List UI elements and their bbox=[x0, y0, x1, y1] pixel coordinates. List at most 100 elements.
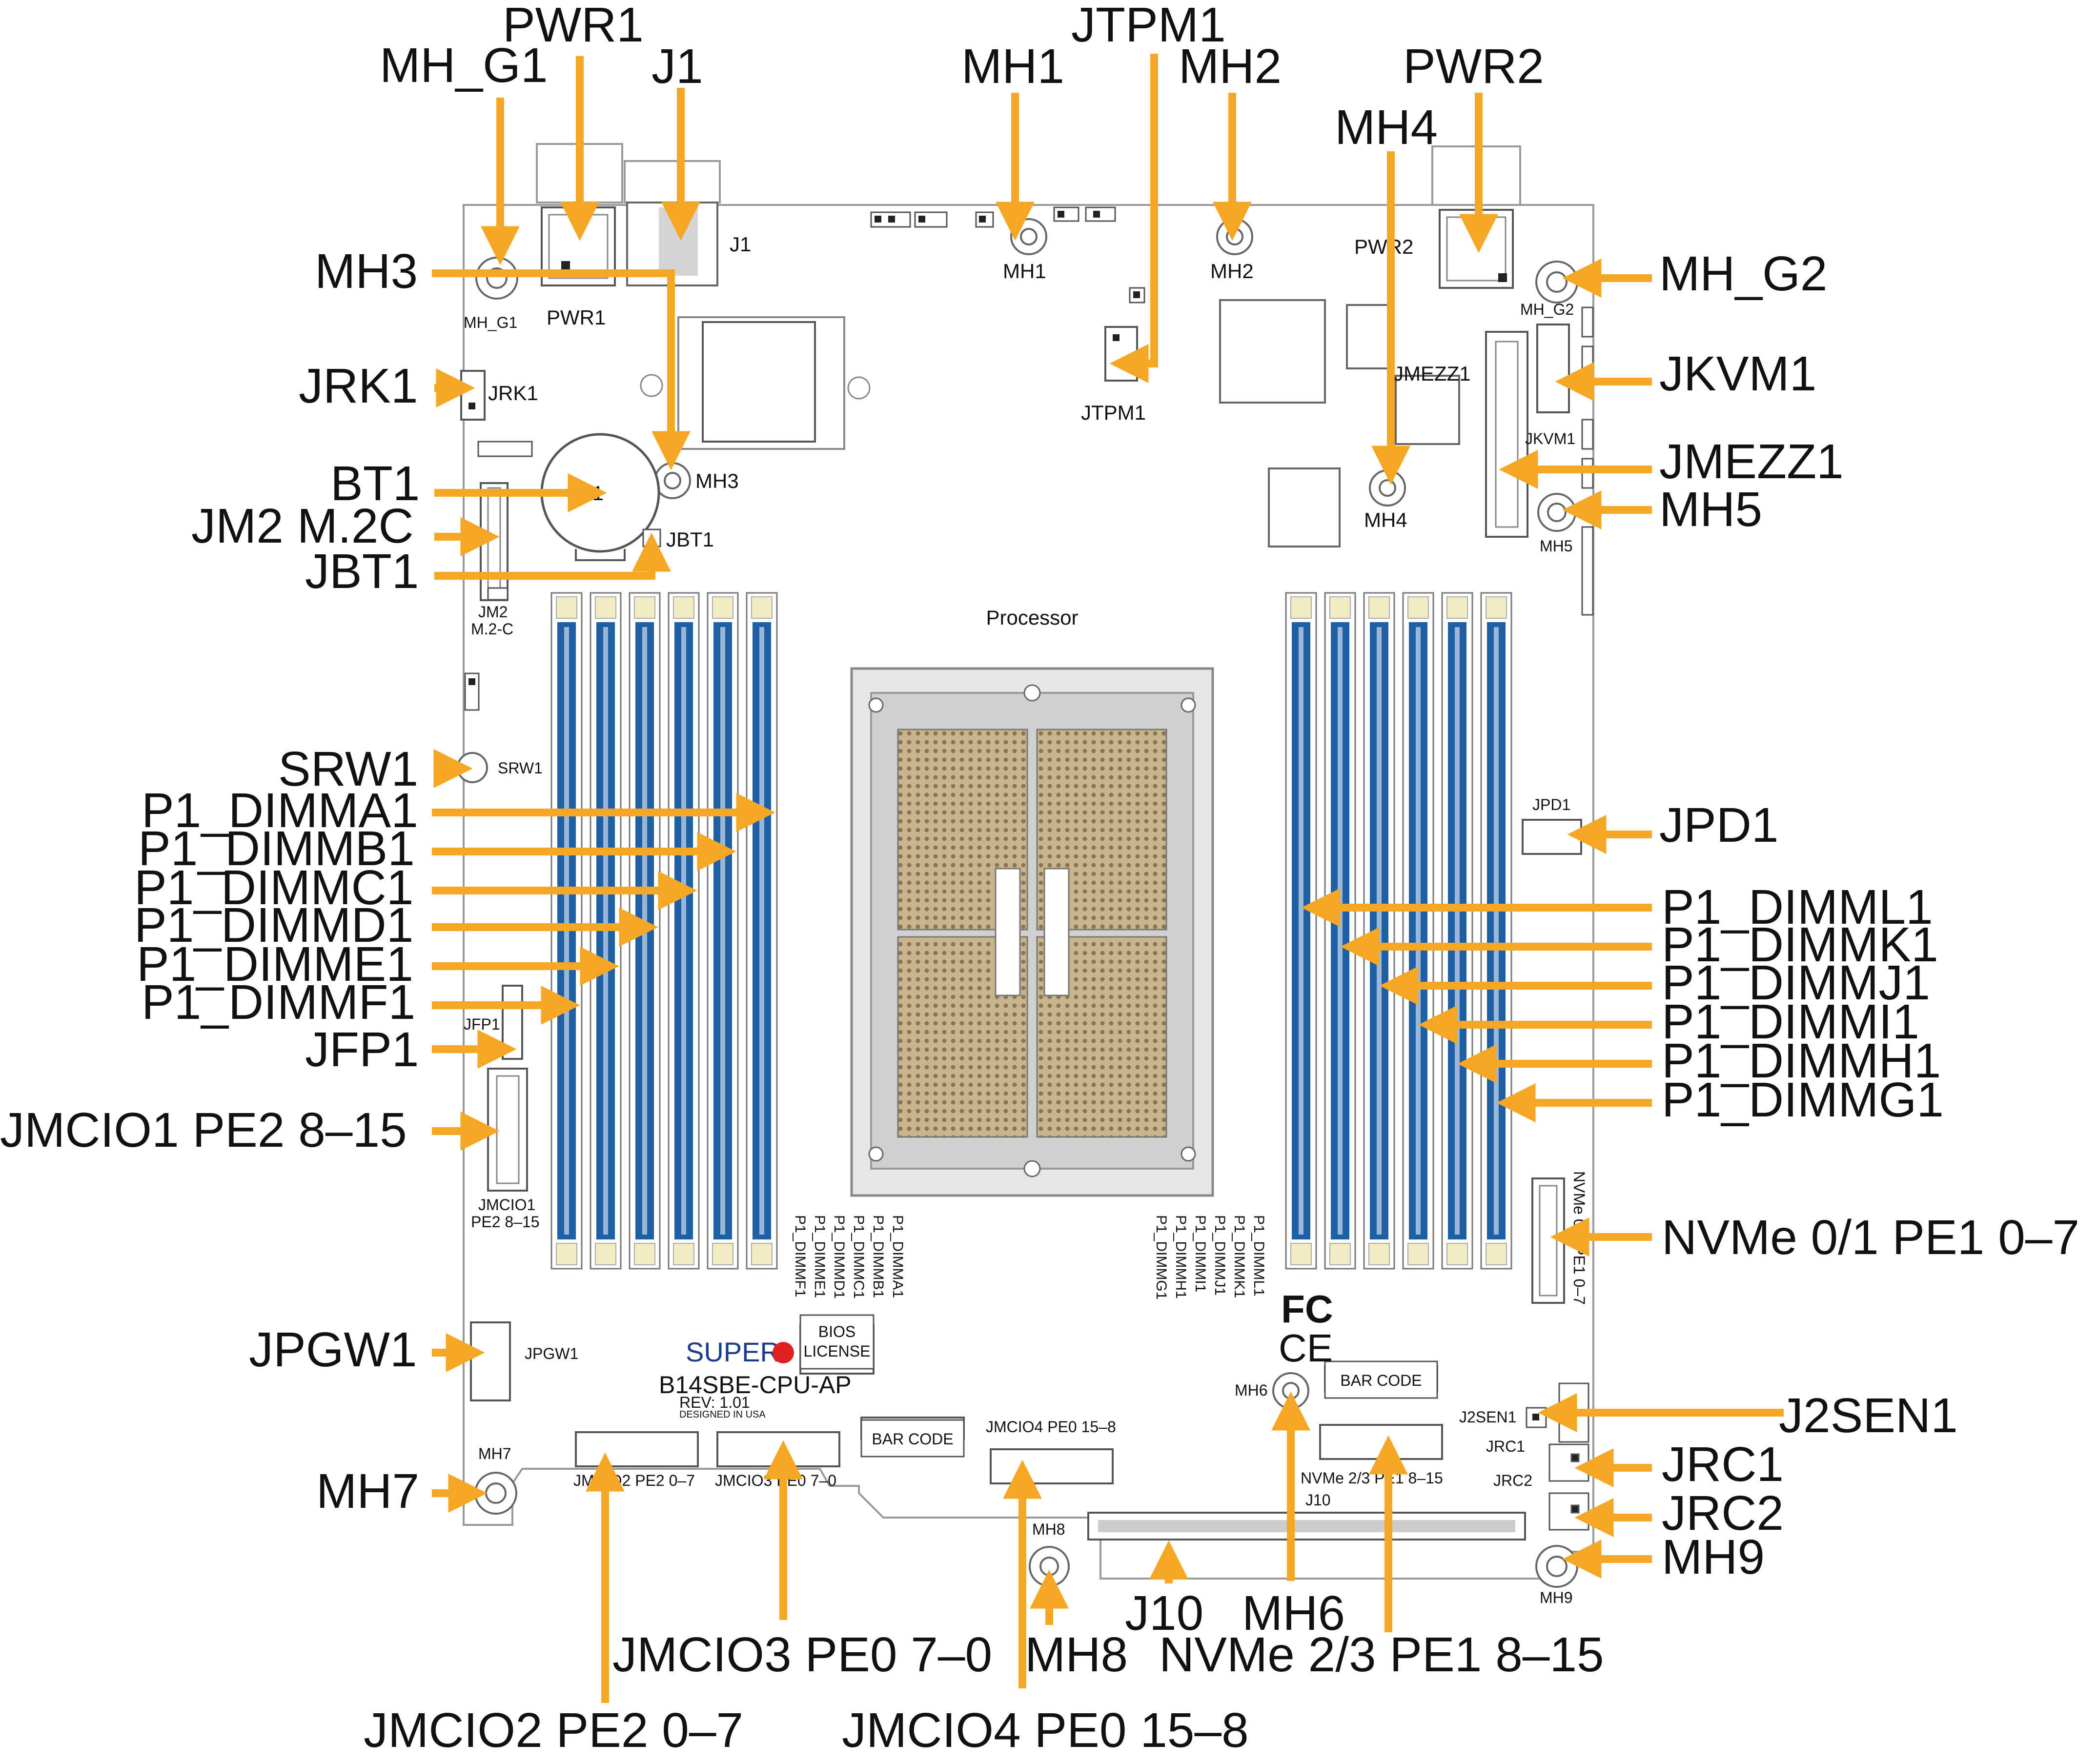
dimm-silk-left-2: P1_DIMMB1 bbox=[870, 1215, 886, 1298]
dimm-slot-left-4 bbox=[668, 592, 700, 1270]
jpgw1-connector bbox=[470, 1321, 511, 1401]
dimm-silk-left-6: P1_DIMMF1 bbox=[792, 1215, 808, 1297]
callout-dimmf1: P1_DIMMF1 bbox=[142, 975, 415, 1030]
callout-jrk1: JRK1 bbox=[299, 359, 418, 413]
callout-mh9: MH9 bbox=[1662, 1530, 1765, 1584]
silk-nvme23: NVMe 2/3 PE1 8–15 bbox=[1301, 1469, 1443, 1487]
bios-label: BIOS bbox=[818, 1323, 855, 1340]
dimm-slot-right-5 bbox=[1441, 592, 1473, 1270]
bios-license-box: BIOS LICENSE bbox=[799, 1314, 875, 1370]
jmcio1-slot bbox=[487, 1068, 528, 1192]
dimm-silkscreen-labels: P1_DIMMA1P1_DIMMB1P1_DIMMC1P1_DIMMD1P1_D… bbox=[792, 1215, 1267, 1299]
silk-mh6: MH6 bbox=[1235, 1381, 1268, 1399]
callout-jpd1: JPD1 bbox=[1659, 798, 1779, 852]
callout-dimme1: P1_DIMME1 bbox=[137, 937, 413, 992]
silk-jtpm1: JTPM1 bbox=[1081, 401, 1146, 424]
callout-jm2: JM2 M.2C bbox=[191, 499, 414, 553]
barcode-left: BAR CODE bbox=[860, 1419, 965, 1458]
silk-mh1: MH1 bbox=[1003, 260, 1046, 283]
barcode-right-label: BAR CODE bbox=[1340, 1372, 1422, 1389]
silk-mh-g1: MH_G1 bbox=[464, 314, 517, 331]
callout-mh2: MH2 bbox=[1179, 39, 1282, 94]
silk-jm2-2: M.2-C bbox=[471, 620, 513, 638]
silk-pwr2: PWR2 bbox=[1354, 235, 1413, 258]
callout-mh5: MH5 bbox=[1659, 482, 1762, 537]
callout-nvme23: NVMe 2/3 PE1 8–15 bbox=[1159, 1627, 1604, 1682]
callout-dimml1: P1_DIMML1 bbox=[1662, 880, 1933, 934]
right-edge-headers bbox=[1581, 306, 1594, 616]
silk-mh3: MH3 bbox=[695, 469, 739, 492]
dimm-silk-right-3: P1_DIMMJ1 bbox=[1212, 1215, 1228, 1296]
callout-jrc1: JRC1 bbox=[1662, 1437, 1784, 1492]
silk-j2sen1: J2SEN1 bbox=[1459, 1408, 1516, 1426]
silk-jmcio1-1: JMCIO1 bbox=[478, 1196, 535, 1214]
dimm-slot-left-5 bbox=[707, 592, 739, 1270]
dimm-slot-right-4 bbox=[1402, 592, 1434, 1270]
callout-jfp1: JFP1 bbox=[305, 1022, 419, 1077]
silk-mh8: MH8 bbox=[1032, 1521, 1065, 1538]
silk-mh-g2: MH_G2 bbox=[1520, 301, 1574, 318]
board-designed: DESIGNED IN USA bbox=[679, 1409, 766, 1420]
callout-dimmb1: P1_DIMMB1 bbox=[138, 821, 415, 876]
callout-mh8: MH8 bbox=[1025, 1627, 1128, 1682]
silk-jmcio4: JMCIO4 PE0 15–8 bbox=[986, 1418, 1116, 1436]
processor-label: Processor bbox=[986, 606, 1078, 629]
callout-jpgw1: JPGW1 bbox=[249, 1322, 417, 1377]
callout-pwr2: PWR2 bbox=[1403, 39, 1544, 94]
callout-pwr1: PWR1 bbox=[503, 0, 644, 52]
silk-mh9: MH9 bbox=[1540, 1589, 1573, 1606]
dimm-silk-right-2: P1_DIMMK1 bbox=[1231, 1215, 1247, 1298]
callout-mh1: MH1 bbox=[961, 39, 1064, 94]
silk-mh7: MH7 bbox=[478, 1445, 511, 1462]
callout-jmezz1: JMEZZ1 bbox=[1659, 434, 1844, 489]
silk-jrk1: JRK1 bbox=[488, 382, 538, 405]
silk-jmcio3: JMCIO3 PE0 7–0 bbox=[715, 1472, 836, 1489]
silk-jfp1: JFP1 bbox=[464, 1015, 500, 1033]
board-revision: REV: 1.01 bbox=[679, 1394, 750, 1411]
dimm-silk-right-5: P1_DIMMH1 bbox=[1173, 1215, 1189, 1299]
callout-dimmc1: P1_DIMMC1 bbox=[134, 860, 413, 915]
ce-logo: CE bbox=[1279, 1326, 1333, 1370]
silk-jm2-1: JM2 bbox=[478, 603, 508, 621]
dimm-slot-right-1 bbox=[1285, 592, 1317, 1270]
callout-jkvm1: JKVM1 bbox=[1659, 346, 1816, 401]
callout-jmcio4: JMCIO4 PE0 15–8 bbox=[842, 1703, 1249, 1758]
callout-jmcio1: JMCIO1 PE2 8–15 bbox=[0, 1103, 407, 1157]
barcode-left-label: BAR CODE bbox=[872, 1430, 953, 1448]
j10-connector bbox=[1087, 1512, 1526, 1541]
callout-j1: J1 bbox=[651, 39, 703, 94]
dimm-slot-right-3 bbox=[1363, 592, 1395, 1270]
dimm-silk-left-5: P1_DIMME1 bbox=[812, 1215, 828, 1298]
dimm-slot-right-6 bbox=[1480, 592, 1512, 1270]
silk-jrc2: JRC2 bbox=[1493, 1472, 1532, 1489]
brand-text: SUPER bbox=[686, 1337, 780, 1367]
dimm-silk-right-4: P1_DIMMI1 bbox=[1192, 1215, 1208, 1292]
jkvm1-connector bbox=[1536, 324, 1570, 413]
callout-jmcio2: JMCIO2 PE2 0–7 bbox=[364, 1703, 743, 1758]
callout-dimmh1: P1_DIMMH1 bbox=[1662, 1034, 1941, 1088]
callout-j2sen1: J2SEN1 bbox=[1779, 1388, 1958, 1443]
jrc-jumpers bbox=[1548, 1443, 1589, 1531]
callout-dimmk1: P1_DIMMK1 bbox=[1662, 917, 1938, 972]
jmezz1-connector bbox=[1485, 331, 1528, 538]
jtpm1-header bbox=[1104, 326, 1138, 382]
supermicro-logo: SUPER bbox=[686, 1337, 794, 1367]
nvme01-slot bbox=[1531, 1177, 1565, 1304]
silk-mh2: MH2 bbox=[1210, 260, 1254, 283]
silk-j10: J10 bbox=[1305, 1491, 1331, 1509]
silk-pwr1: PWR1 bbox=[547, 306, 606, 329]
callout-mh6: MH6 bbox=[1242, 1586, 1345, 1641]
left-jumper bbox=[464, 672, 480, 711]
silk-jbt1: JBT1 bbox=[666, 528, 714, 551]
callout-dimmj1: P1_DIMMJ1 bbox=[1662, 955, 1930, 1010]
dimm-slot-left-6 bbox=[746, 592, 778, 1270]
bmc-chip bbox=[640, 316, 871, 450]
callout-jbt1: JBT1 bbox=[305, 544, 419, 599]
dimm-silk-left-1: P1_DIMMA1 bbox=[890, 1215, 906, 1298]
jpd1-header bbox=[1522, 819, 1582, 855]
callout-mh4: MH4 bbox=[1335, 100, 1438, 155]
callout-dimmd1: P1_DIMMD1 bbox=[134, 898, 413, 953]
callout-dimmi1: P1_DIMMI1 bbox=[1662, 994, 1919, 1049]
